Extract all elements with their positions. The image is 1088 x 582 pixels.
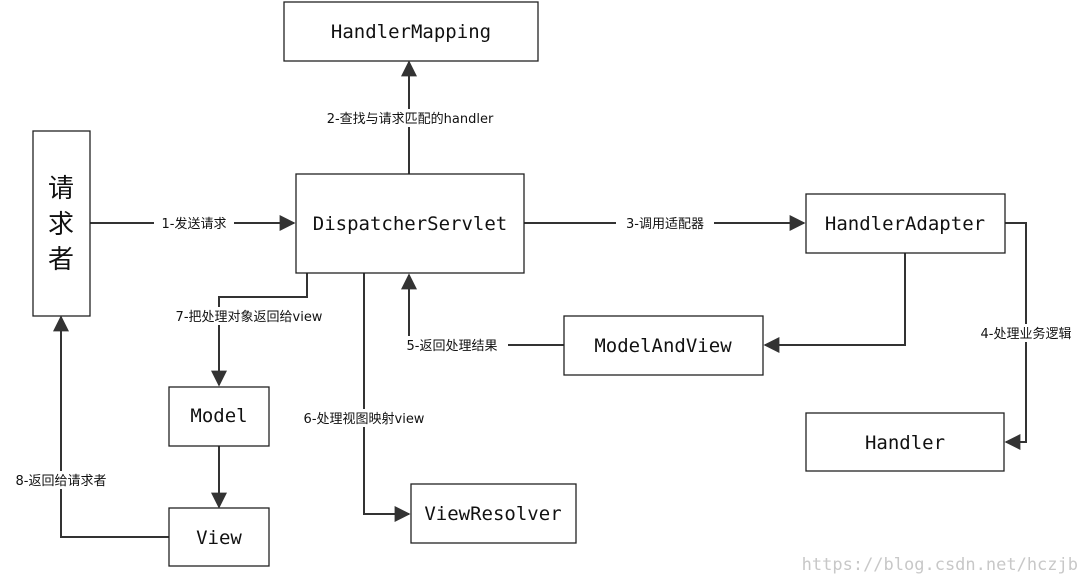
edge-adapter-to-modelandview — [763, 253, 906, 353]
label-resolve-view: 6-处理视图映射view — [304, 411, 425, 427]
model-and-view-label: ModelAndView — [594, 335, 732, 357]
view-label: View — [196, 527, 242, 549]
node-handler-mapping: HandlerMapping — [283, 1, 539, 62]
label-return-requester: 8-返回给请求者 — [16, 474, 107, 489]
node-view: View — [168, 507, 270, 567]
label-business-logic: 4-处理业务逻辑 — [981, 326, 1072, 342]
label-find-handler: 2-查找与请求匹配的handler — [327, 111, 494, 127]
node-view-resolver: ViewResolver — [410, 483, 577, 544]
edge-return-requester — [53, 315, 169, 538]
node-handler: Handler — [805, 412, 1005, 472]
handler-mapping-label: HandlerMapping — [331, 21, 491, 43]
label-call-adapter: 3-调用适配器 — [626, 217, 704, 232]
edge-return-model — [211, 273, 308, 387]
requester-char-1: 请 — [48, 174, 74, 204]
handler-label: Handler — [865, 432, 945, 454]
handler-adapter-label: HandlerAdapter — [825, 213, 985, 235]
label-return-model: 7-把处理对象返回给view — [176, 310, 323, 325]
requester-char-2: 求 — [48, 210, 74, 240]
edge-return-result — [401, 273, 564, 346]
watermark-text: https://blog.csdn.net/hczjb — [802, 555, 1078, 575]
edge-resolve-view — [363, 273, 411, 522]
view-resolver-label: ViewResolver — [424, 503, 561, 525]
node-dispatcher-servlet: DispatcherServlet — [295, 173, 525, 274]
requester-char-3: 者 — [48, 245, 74, 275]
node-handler-adapter: HandlerAdapter — [805, 193, 1006, 254]
dispatcher-servlet-label: DispatcherServlet — [313, 213, 507, 235]
label-return-result: 5-返回处理结果 — [407, 339, 498, 354]
model-label: Model — [190, 405, 247, 427]
node-model-and-view: ModelAndView — [563, 315, 764, 376]
label-send-request: 1-发送请求 — [162, 216, 227, 232]
node-model: Model — [168, 386, 270, 447]
node-requester: 请 求 者 — [32, 130, 91, 317]
